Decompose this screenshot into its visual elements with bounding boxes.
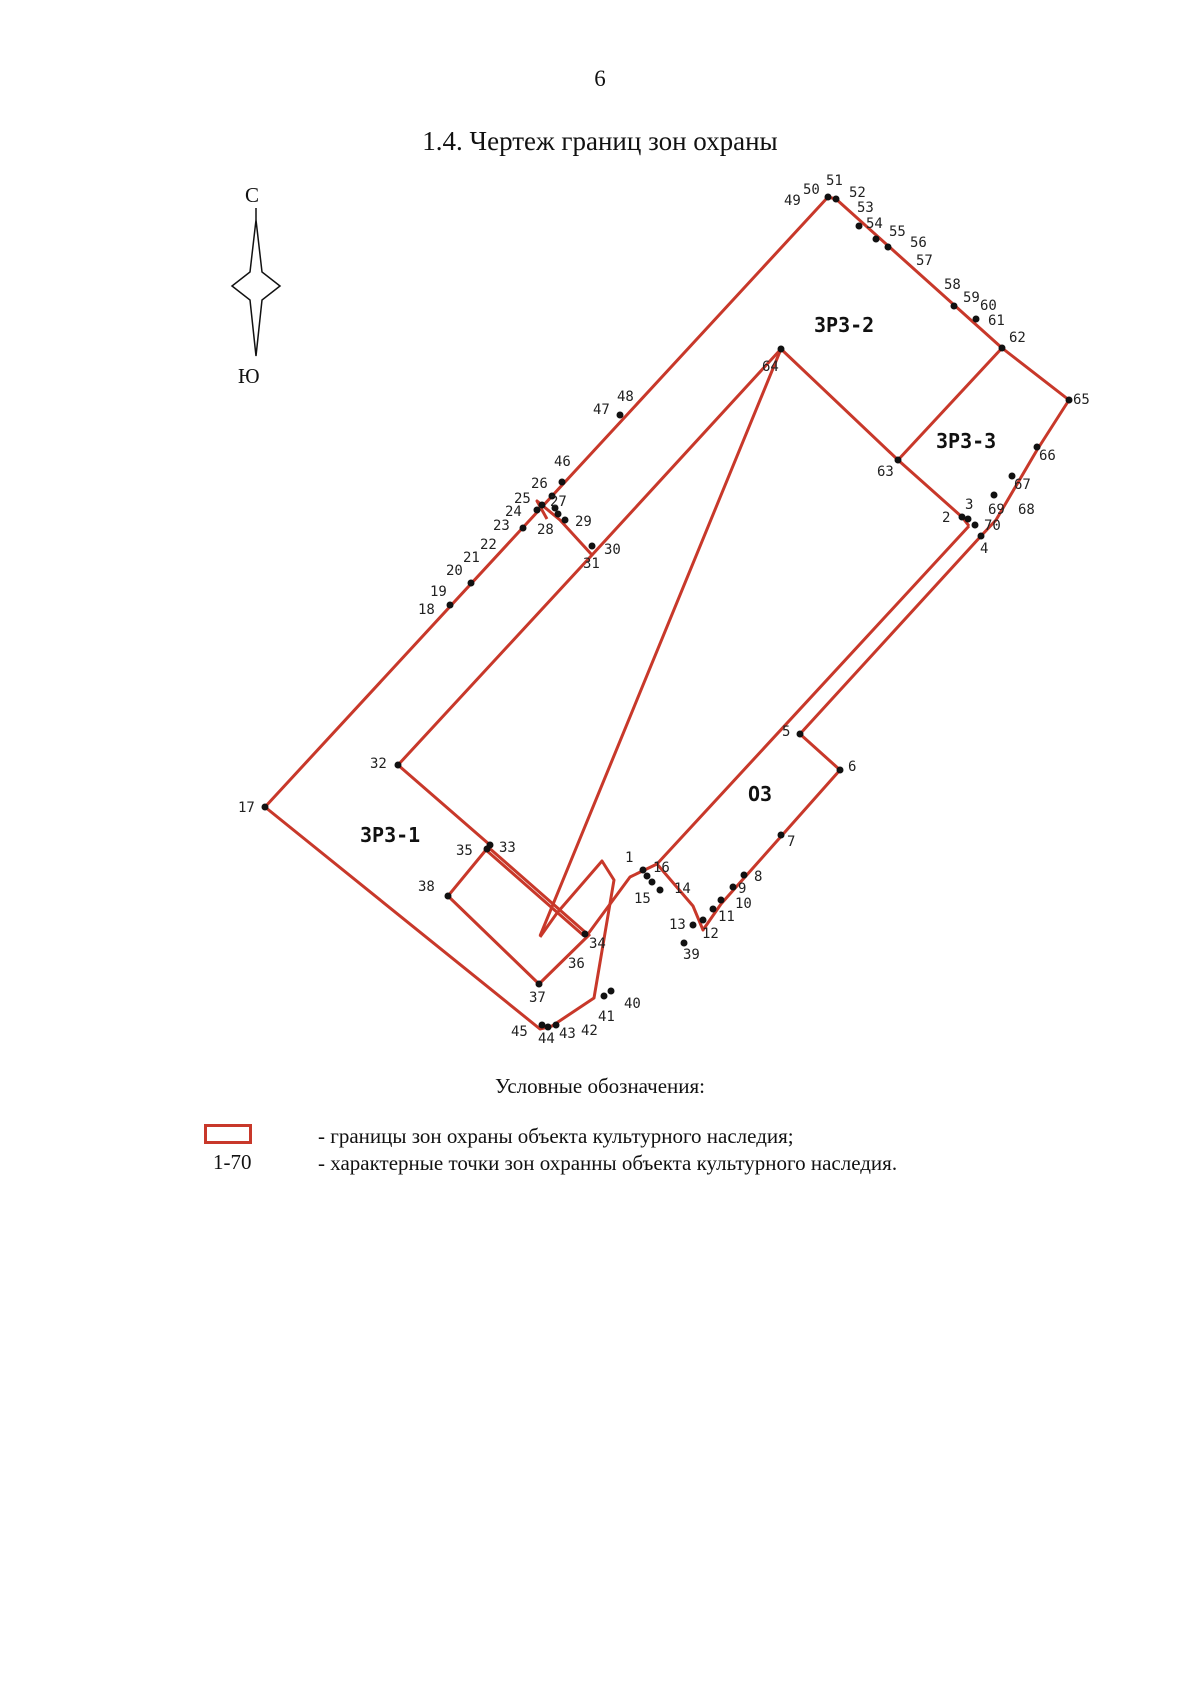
point-label: 34 <box>589 936 606 952</box>
point-label: 61 <box>988 313 1005 329</box>
point-label: 67 <box>1014 477 1031 493</box>
point-label: 52 <box>849 185 866 201</box>
point-label: 8 <box>754 869 762 885</box>
point-label: 15 <box>634 891 651 907</box>
boundary-inner-31-64 <box>590 347 783 557</box>
zone-label-zrz1: ЗРЗ-1 <box>360 823 420 847</box>
point-label: 1 <box>625 850 633 866</box>
point-label: 56 <box>910 235 927 251</box>
point-label: 7 <box>787 834 795 850</box>
point-label: 70 <box>984 518 1001 534</box>
point-label: 12 <box>702 926 719 942</box>
page-title: 1.4. Чертеж границ зон охраны <box>422 126 778 156</box>
zone-label-zrz3: ЗРЗ-3 <box>936 429 996 453</box>
point-label: 30 <box>604 542 621 558</box>
point-label: 49 <box>784 193 801 209</box>
point-label: 4 <box>980 541 988 557</box>
point-label: 25 <box>514 491 531 507</box>
point-label: 48 <box>617 389 634 405</box>
point-label: 3 <box>965 497 973 513</box>
point-label: 69 <box>988 502 1005 518</box>
point-label: 2 <box>942 510 950 526</box>
point-label: 46 <box>554 454 571 470</box>
point-label: 33 <box>499 840 516 856</box>
boundary-zrz2-inner <box>538 347 971 937</box>
point-label: 54 <box>866 216 883 232</box>
point-label: 62 <box>1009 330 1026 346</box>
point-label: 43 <box>559 1026 576 1042</box>
point-label: 20 <box>446 563 463 579</box>
point-label: 29 <box>575 514 592 530</box>
point-label: 35 <box>456 843 473 859</box>
point-label: 50 <box>803 182 820 198</box>
point-label: 53 <box>857 200 874 216</box>
legend-boundaries-text: - границы зон охраны объекта культурного… <box>318 1124 794 1148</box>
point-label: 55 <box>889 224 906 240</box>
page-number: 6 <box>594 66 606 91</box>
characteristic-points <box>261 193 1073 1031</box>
point-label: 16 <box>653 860 670 876</box>
point-label: 51 <box>826 173 843 189</box>
point-label: 19 <box>430 584 447 600</box>
legend-points-range: 1-70 <box>213 1150 252 1174</box>
point-label: 44 <box>538 1031 555 1047</box>
boundary-inner-34-31 <box>586 862 658 935</box>
boundary-zrz1-block-38 <box>446 844 592 986</box>
point-label: 18 <box>418 602 435 618</box>
point-label: 28 <box>537 522 554 538</box>
outer-boundary-zrz1-zrz2 <box>263 195 1070 1031</box>
point-label: 64 <box>762 359 779 375</box>
point-label: 22 <box>480 537 497 553</box>
point-label: 32 <box>370 756 387 772</box>
zone-label-oz: ОЗ <box>748 782 772 806</box>
point-label: 39 <box>683 947 700 963</box>
zone-label-zrz2: ЗРЗ-2 <box>814 313 874 337</box>
point-label: 37 <box>529 990 546 1006</box>
point-labels: 1 2 3 4 5 6 7 8 9 10 11 12 13 14 15 16 1… <box>238 173 1090 1047</box>
point-label: 21 <box>463 550 480 566</box>
point-label: 31 <box>583 556 600 572</box>
point-label: 38 <box>418 879 435 895</box>
legend-boundary-swatch <box>204 1124 252 1144</box>
point-label: 14 <box>674 881 691 897</box>
boundary-zrz3 <box>896 346 1004 462</box>
point-label: 59 <box>963 290 980 306</box>
point-label: 13 <box>669 917 686 933</box>
point-label: 24 <box>505 504 522 520</box>
compass-south-label: Ю <box>238 364 260 388</box>
point-label: 60 <box>980 298 997 314</box>
point-label: 63 <box>877 464 894 480</box>
boundary-65-to-4 <box>979 399 1071 538</box>
legend-title: Условные обозначения: <box>494 1074 706 1098</box>
point-label: 57 <box>916 253 933 269</box>
point-label: 27 <box>550 494 567 510</box>
point-label: 45 <box>511 1024 528 1040</box>
point-label: 58 <box>944 277 961 293</box>
boundary-oz <box>655 524 983 932</box>
point-label: 11 <box>718 909 735 925</box>
point-label: 65 <box>1073 392 1090 408</box>
point-label: 68 <box>1018 502 1035 518</box>
point-label: 40 <box>624 996 641 1012</box>
point-label: 17 <box>238 800 255 816</box>
legend-points-text: - характерные точки зон охранны объекта … <box>318 1151 898 1175</box>
point-label: 6 <box>848 759 856 775</box>
point-label: 10 <box>735 896 752 912</box>
point-label: 36 <box>568 956 585 972</box>
point-label: 47 <box>593 402 610 418</box>
point-label: 9 <box>738 881 746 897</box>
compass-icon <box>230 208 282 357</box>
point-label: 66 <box>1039 448 1056 464</box>
point-label: 41 <box>598 1009 615 1025</box>
point-label: 23 <box>493 518 510 534</box>
point-label: 26 <box>531 476 548 492</box>
point-label: 42 <box>581 1023 598 1039</box>
point-label: 5 <box>782 724 790 740</box>
compass-north-label: С <box>245 183 260 207</box>
